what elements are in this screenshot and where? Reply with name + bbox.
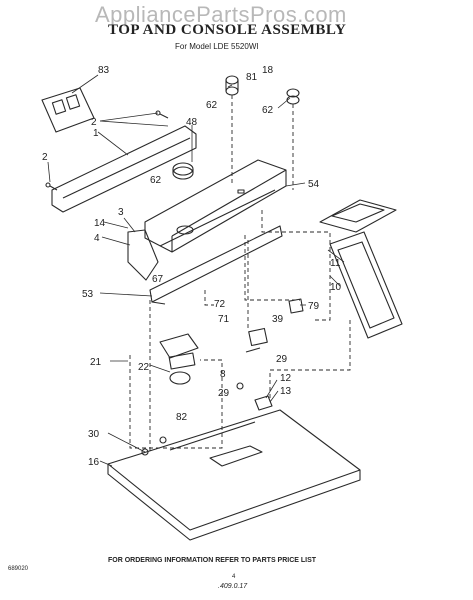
callout-13: 13 xyxy=(280,386,292,397)
watermark: AppliancePartsPros.com xyxy=(95,2,347,27)
control-base-53-part xyxy=(149,225,283,305)
document-code: 689020 xyxy=(8,566,29,572)
callout-79: 79 xyxy=(308,301,320,312)
callout-21: 21 xyxy=(90,357,102,368)
model-subtitle: For Model LDE 5520WI xyxy=(175,42,259,51)
callout-67: 67 xyxy=(152,274,164,285)
callout-62-c: 62 xyxy=(150,175,162,186)
callout-29-a: 29 xyxy=(276,354,288,365)
switch-39-part xyxy=(245,327,268,353)
knob-81-part xyxy=(225,75,239,96)
callout-81: 81 xyxy=(246,72,258,83)
callout-62-a: 62 xyxy=(206,100,218,111)
diagram-title: TOP AND CONSOLE ASSEMBLY xyxy=(108,22,347,38)
callout-8: 8 xyxy=(220,369,226,380)
page-number: 4 xyxy=(232,574,236,580)
top-panel-16-part xyxy=(107,409,361,541)
bracket-83-part xyxy=(41,87,95,133)
callout-22: 22 xyxy=(138,362,150,373)
callout-53: 53 xyxy=(82,289,94,300)
callout-48: 48 xyxy=(186,117,198,128)
callout-2: 2 xyxy=(91,117,97,128)
knob-18-part xyxy=(286,88,300,105)
bracket-12-part xyxy=(254,395,273,411)
knob-48-part xyxy=(172,162,194,180)
callout-4: 4 xyxy=(94,233,100,244)
assembly-dashed-lines xyxy=(129,95,351,452)
lint-filter-11-part xyxy=(319,199,397,233)
callout-83: 83 xyxy=(98,65,110,76)
timer-21-part xyxy=(159,333,199,385)
callout-82: 82 xyxy=(176,412,188,423)
callout-29-b: 29 xyxy=(218,388,230,399)
callout-30: 30 xyxy=(88,429,100,440)
filter-housing-10-part xyxy=(329,231,403,339)
screw-8-part xyxy=(141,382,244,456)
callout-62-b: 62 xyxy=(262,105,274,116)
callout-2-b: 2 xyxy=(42,152,48,163)
callout-39: 39 xyxy=(272,314,284,325)
switch-79-part xyxy=(288,298,304,314)
screw-2-part xyxy=(45,110,169,191)
callout-1: 1 xyxy=(93,128,99,139)
console-panel-1-part xyxy=(51,125,197,213)
callout-14: 14 xyxy=(94,218,106,229)
leader-lines xyxy=(47,74,345,467)
callout-72: 72 xyxy=(214,299,226,310)
callout-10: 10 xyxy=(330,282,342,293)
ordering-note: FOR ORDERING INFORMATION REFER TO PARTS … xyxy=(108,557,317,564)
callout-71: 71 xyxy=(218,314,230,325)
callout-11: 11 xyxy=(330,258,341,269)
callout-54: 54 xyxy=(308,179,320,190)
end-cap-4-part xyxy=(127,229,159,281)
callout-16: 16 xyxy=(88,457,100,468)
callout-12: 12 xyxy=(280,373,292,384)
handwritten-note: .409.0.17 xyxy=(218,583,248,590)
console-frame-54-part xyxy=(144,159,287,253)
callout-3: 3 xyxy=(118,207,124,218)
callout-18: 18 xyxy=(262,65,274,76)
callout-labels: 83 2 48 1 81 18 62 62 62 2 54 14 3 4 11 … xyxy=(42,65,342,468)
